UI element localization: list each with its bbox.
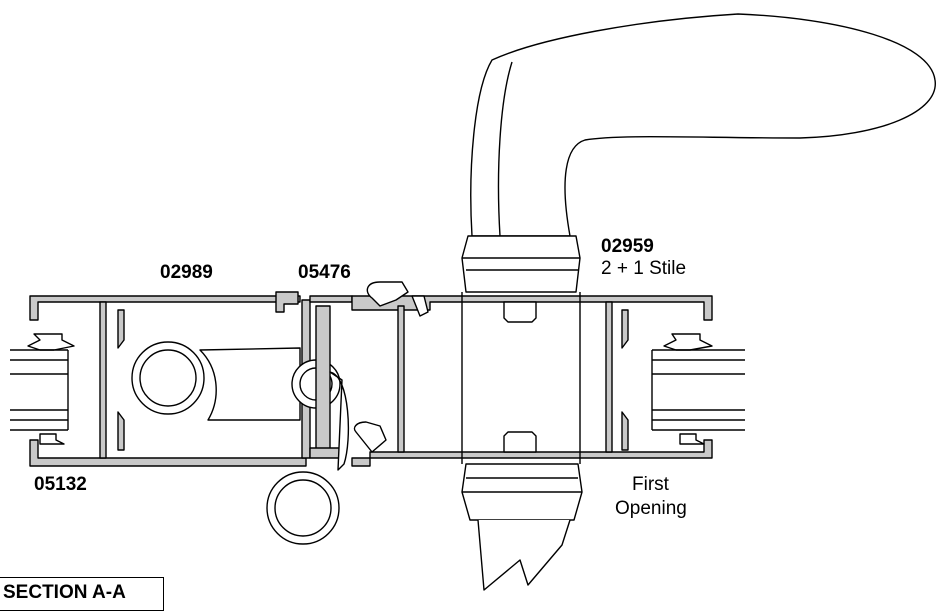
part-label-05132: 05132 [34,474,87,495]
stile-description: 2 + 1 Stile [601,258,687,279]
lever-handle [461,13,936,591]
opening-label: Opening [615,498,687,519]
section-title: SECTION A-A [0,577,164,611]
part-label-05476: 05476 [298,262,351,283]
profile-02989 [27,295,341,467]
spindle [461,292,581,464]
left-glazing [10,349,69,431]
profile-02959 [351,281,713,467]
part-label-02959: 02959 [601,236,654,257]
first-label: First [632,474,669,495]
right-glazing [651,349,745,431]
part-label-02989: 02989 [160,262,213,283]
